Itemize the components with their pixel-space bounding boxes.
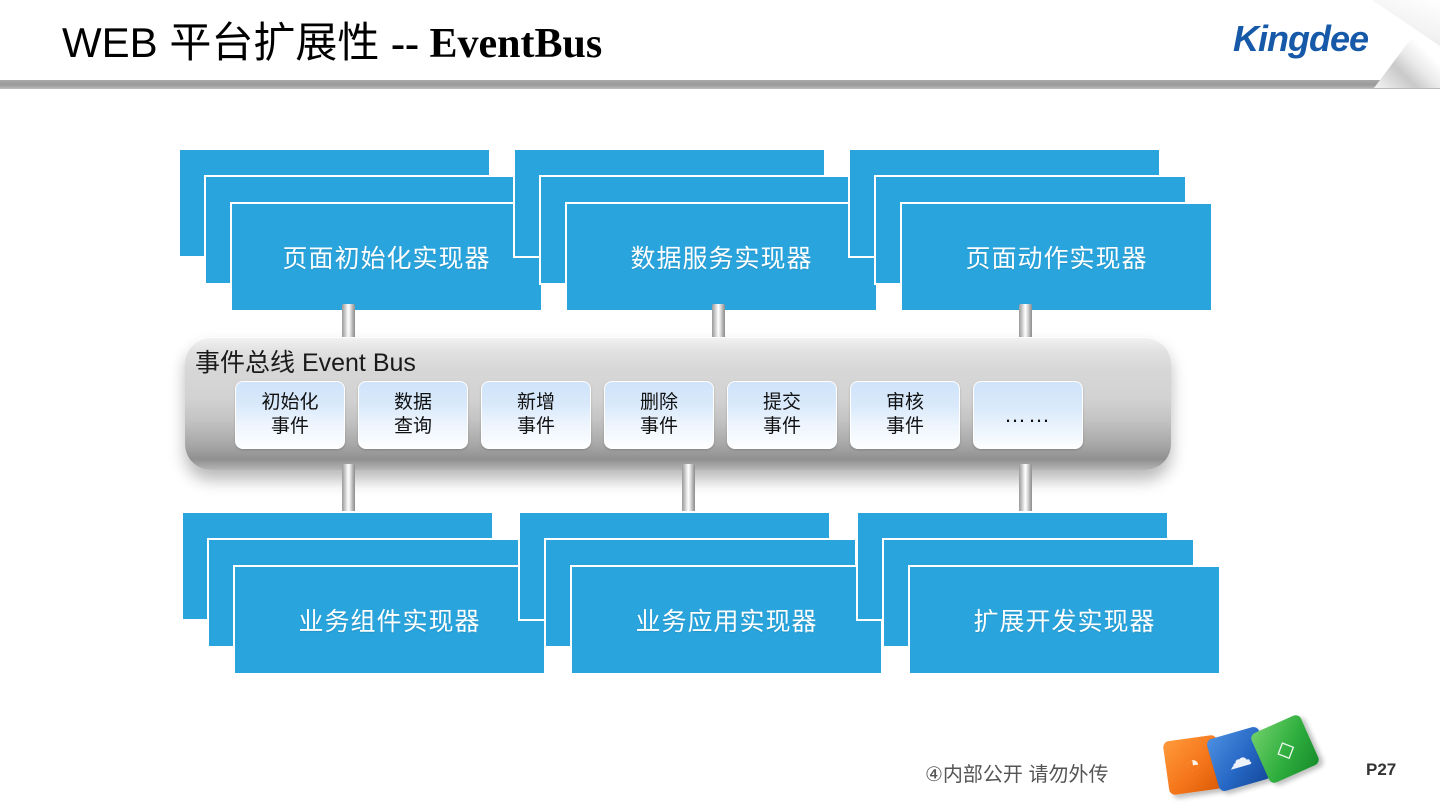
event-chip-create[interactable]: 新增 事件 [481,381,591,449]
card-front-layer[interactable]: 业务组件实现器 [233,565,546,675]
connector-pipe-consumer-1 [342,464,355,514]
page-curl-fold-icon [1372,0,1440,46]
event-chip-line1: 删除 [639,392,678,413]
event-chip-submit[interactable]: 提交 事件 [727,381,837,449]
producer-label: 数据服务实现器 [630,245,813,273]
connector-pipe-producer-3 [1019,304,1032,346]
page-title-en: -- EventBus [391,21,603,67]
slide-footer: ④内部公开 请勿外传 ◔ ☁ ◇ P27 [0,700,1440,810]
page-title: WEB 平台扩展性 -- EventBus [62,14,602,73]
event-chip-init[interactable]: 初始化 事件 [235,381,345,449]
card-front-layer[interactable]: 扩展开发实现器 [908,565,1221,675]
event-chip-delete[interactable]: 删除 事件 [604,381,714,449]
brand-logo-area: Kingdee [1140,0,1440,88]
event-chip-line1: 初始化 [261,392,319,413]
event-chip-line1: 新增 [516,392,555,413]
producer-label: 页面动作实现器 [965,245,1148,273]
event-chip-line1: 提交 [762,392,801,413]
event-bus-bar[interactable]: 事件总线 Event Bus 初始化 事件 数据 查询 新增 事件 删除 事件 … [185,337,1171,470]
event-chip-more[interactable]: …… [973,381,1083,449]
page-number: P27 [1366,760,1397,779]
kingdee-cloud-cubes-icon: ◔ ☁ ◇ [1160,713,1321,804]
event-chip-line2: 查询 [393,416,432,437]
connector-pipe-producer-1 [342,304,355,346]
consumer-card-business-component[interactable]: 业务组件实现器 [181,511,546,676]
card-front-layer[interactable]: 页面初始化实现器 [230,202,543,312]
card-front-layer[interactable]: 业务应用实现器 [570,565,883,675]
event-chip-line2: 事件 [516,416,555,437]
connector-pipe-consumer-3 [1019,464,1032,514]
page-title-cn: WEB 平台扩展性 [62,19,392,66]
consumer-label: 业务组件实现器 [298,608,481,636]
event-chip-line2: 事件 [885,416,924,437]
event-chip-row: 初始化 事件 数据 查询 新增 事件 删除 事件 提交 事件 审核 事件 [235,381,1083,449]
connector-pipe-producer-2 [712,304,725,346]
consumer-label: 业务应用实现器 [635,608,818,636]
consumer-label: 扩展开发实现器 [973,608,1156,636]
consumer-card-extension-development[interactable]: 扩展开发实现器 [856,511,1221,676]
event-bus-title: 事件总线 Event Bus [195,349,416,377]
event-chip-line2: 事件 [639,416,678,437]
event-chip-line1: 审核 [885,392,924,413]
card-front-layer[interactable]: 数据服务实现器 [565,202,878,312]
event-chip-line2: 事件 [270,416,309,437]
event-chip-line2: 事件 [762,416,801,437]
event-chip-line1: …… [1004,402,1052,427]
eventbus-diagram: 页面初始化实现器 数据服务实现器 页面动作实现器 事件总线 Event Bus … [0,92,1440,692]
event-chip-data-query[interactable]: 数据 查询 [358,381,468,449]
producer-card-data-service[interactable]: 数据服务实现器 [513,148,878,313]
connector-pipe-consumer-2 [682,464,695,514]
consumer-card-business-application[interactable]: 业务应用实现器 [518,511,883,676]
event-chip-audit[interactable]: 审核 事件 [850,381,960,449]
kingdee-logo: Kingdee [1232,18,1369,59]
header-divider [0,80,1440,89]
event-chip-line1: 数据 [393,392,432,413]
card-front-layer[interactable]: 页面动作实现器 [900,202,1213,312]
producer-card-page-action[interactable]: 页面动作实现器 [848,148,1213,313]
producer-card-page-init[interactable]: 页面初始化实现器 [178,148,543,313]
confidentiality-note: ④内部公开 请勿外传 [925,764,1109,786]
producer-label: 页面初始化实现器 [282,245,491,273]
